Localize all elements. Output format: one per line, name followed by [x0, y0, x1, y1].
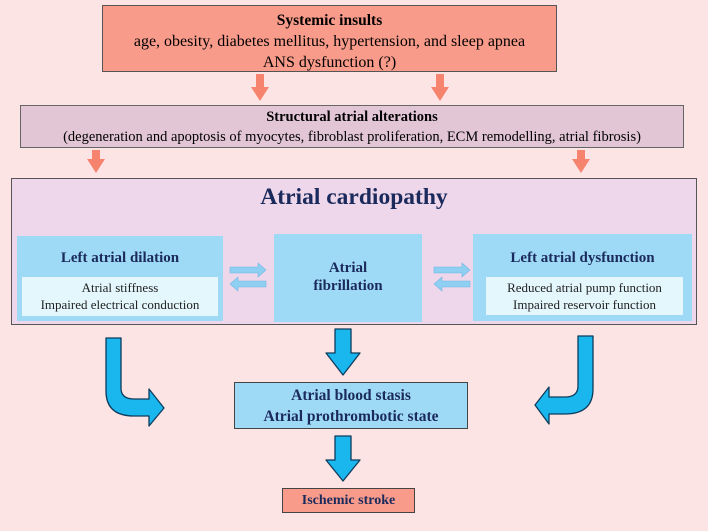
ischemic-stroke-box: Ischemic stroke [282, 488, 415, 513]
ischemic-stroke-text: Ischemic stroke [301, 493, 396, 508]
structural-alterations-detail: (degeneration and apoptosis of myocytes,… [63, 129, 641, 145]
atrial-fibrillation-box: Atrial fibrillation [274, 234, 422, 322]
systemic-insults-list: age, obesity, diabetes mellitus, hyperte… [133, 33, 526, 50]
atrial-stiffness-text: Atrial stiffness [81, 280, 159, 295]
blue-curved-arrow-right [534, 335, 594, 425]
atrial-fibrillation-line2: fibrillation [313, 278, 383, 294]
structural-alterations-box: Structural atrial alterations (degenerat… [20, 105, 684, 148]
left-atrial-dilation-title: Left atrial dilation [60, 250, 180, 266]
structural-alterations-title: Structural atrial alterations [266, 109, 438, 125]
double-arrow-left-bottom [229, 276, 267, 292]
atrial-cardiopathy-title: Atrial cardiopathy [260, 184, 448, 210]
impaired-conduction-text: Impaired electrical conduction [40, 297, 200, 312]
systemic-insults-title: Systemic insults [276, 12, 383, 29]
blue-arrow-down-lower [325, 435, 361, 482]
left-atrial-dysfunction-box: Left atrial dysfunction Reduced atrial p… [473, 234, 692, 321]
salmon-arrow-down-3 [87, 150, 105, 173]
blue-curved-arrow-left [105, 337, 165, 427]
salmon-arrow-down-2 [431, 74, 449, 101]
left-atrial-dysfunction-title: Left atrial dysfunction [510, 250, 655, 266]
salmon-arrow-down-1 [251, 74, 269, 101]
left-atrial-dilation-details: Atrial stiffness Impaired electrical con… [22, 277, 218, 316]
blue-arrow-down-center [325, 328, 361, 376]
reduced-pump-text: Reduced atrial pump function [507, 280, 662, 295]
left-atrial-dysfunction-details: Reduced atrial pump function Impaired re… [486, 277, 683, 315]
salmon-arrow-down-4 [572, 150, 590, 173]
systemic-insults-box: Systemic insults age, obesity, diabetes … [102, 5, 557, 72]
double-arrow-left-top [229, 262, 267, 278]
left-atrial-dilation-box: Left atrial dilation Atrial stiffness Im… [17, 236, 223, 321]
blood-stasis-box: Atrial blood stasis Atrial prothrombotic… [234, 382, 468, 429]
double-arrow-right-top [433, 262, 471, 278]
blood-stasis-text: Atrial blood stasis [291, 387, 411, 404]
prothrombotic-state-text: Atrial prothrombotic state [263, 408, 439, 425]
double-arrow-right-bottom [433, 276, 471, 292]
ans-dysfunction-text: ANS dysfunction (?) [262, 54, 397, 71]
atrial-fibrillation-line1: Atrial [328, 260, 368, 276]
impaired-reservoir-text: Impaired reservoir function [513, 297, 656, 312]
